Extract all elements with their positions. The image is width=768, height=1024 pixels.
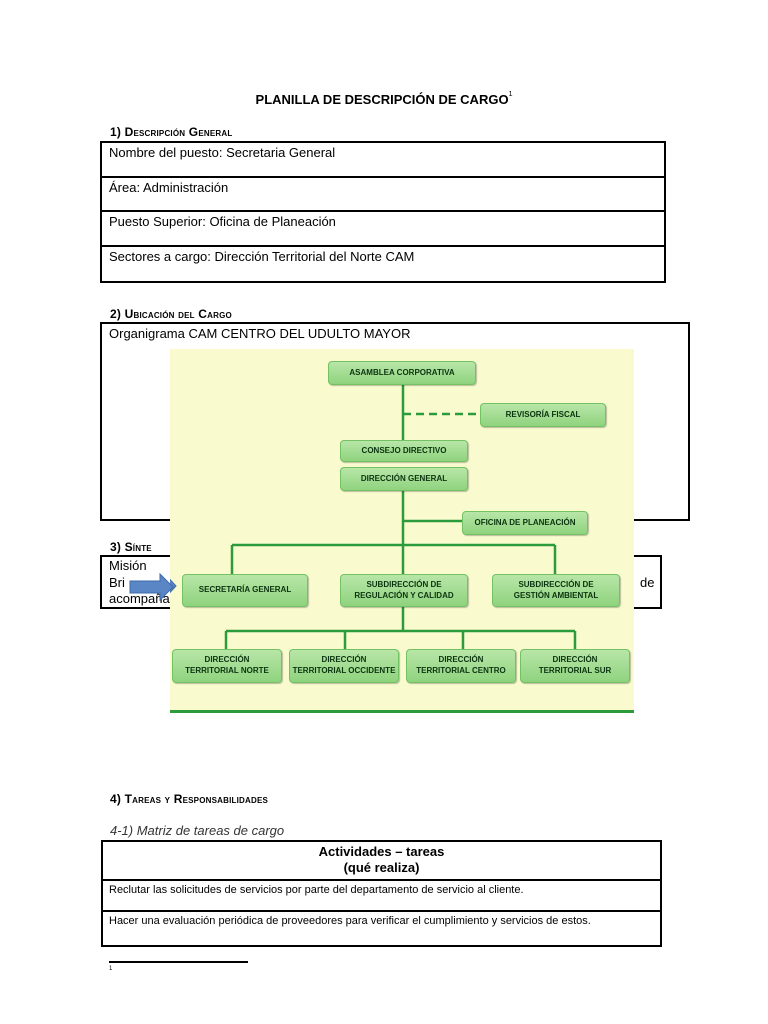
section1-heading: 1) Descripción General <box>110 125 233 139</box>
area-row: Área: Administración <box>102 178 664 212</box>
node-subdireccion-gestion-line2: GESTIÓN AMBIENTAL <box>513 590 599 600</box>
mission-text-end: de <box>640 575 655 590</box>
node-direccion-sur-line1: DIRECCIÓN <box>552 655 598 665</box>
tasks-table-header: Actividades – tareas (qué realiza) <box>103 842 660 881</box>
tasks-header-line2: (qué realiza) <box>343 860 420 876</box>
node-direccion-centro: DIRECCIÓN TERRITORIAL CENTRO <box>406 649 516 683</box>
node-oficina-planeacion: OFICINA DE PLANEACIÓN <box>462 511 588 535</box>
node-direccion-occidente: DIRECCIÓN TERRITORIAL OCCIDENTE <box>289 649 399 683</box>
title-footnote-mark: 1 <box>508 91 513 98</box>
org-chart-label: Organigrama CAM CENTRO DEL UDULTO MAYOR <box>109 326 411 341</box>
sectors-row: Sectores a cargo: Dirección Territorial … <box>109 248 415 264</box>
node-direccion-sur-line2: TERRITORIAL SUR <box>538 666 612 675</box>
footnote-number: 1 <box>109 966 113 972</box>
section4-heading: 4) Tareas y Responsabilidades <box>110 792 269 806</box>
node-subdireccion-regulacion-line1: SUBDIRECCIÓN DE <box>366 579 442 589</box>
blue-arrow-icon <box>170 578 177 594</box>
mission-text-start: Bri <box>109 575 125 590</box>
table-row: Reclutar las solicitudes de servicios po… <box>103 881 660 912</box>
node-direccion-occidente-line2: TERRITORIAL OCCIDENTE <box>292 666 396 675</box>
node-subdireccion-regulacion: SUBDIRECCIÓN DE REGULACIÓN Y CALIDAD <box>340 574 468 607</box>
superior-row: Puesto Superior: Oficina de Planeación <box>102 212 664 247</box>
arrow-icon <box>129 573 174 601</box>
node-subdireccion-gestion-line1: SUBDIRECCIÓN DE <box>518 579 594 589</box>
node-revisoria: REVISORÍA FISCAL <box>480 403 606 427</box>
mission-label: Misión <box>109 558 147 573</box>
title-text: PLANILLA DE DESCRIPCIÓN DE CARGO <box>255 92 509 107</box>
node-direccion-general: DIRECCIÓN GENERAL <box>340 467 468 491</box>
node-direccion-centro-line2: TERRITORIAL CENTRO <box>416 666 506 675</box>
node-secretaria-general: SECRETARÍA GENERAL <box>182 574 308 607</box>
tasks-table: Actividades – tareas (qué realiza) Reclu… <box>101 840 662 947</box>
node-subdireccion-gestion: SUBDIRECCIÓN DE GESTIÓN AMBIENTAL <box>492 574 620 607</box>
footnote-separator <box>109 961 248 963</box>
section2-heading: 2) Ubicación del Cargo <box>110 307 232 321</box>
node-direccion-norte: DIRECCIÓN TERRITORIAL NORTE <box>172 649 282 683</box>
node-subdireccion-regulacion-line2: REGULACIÓN Y CALIDAD <box>354 590 454 600</box>
org-chart-connectors <box>170 385 577 649</box>
section4-subheading: 4-1) Matriz de tareas de cargo <box>110 823 285 838</box>
node-direccion-norte-line1: DIRECCIÓN <box>204 655 250 665</box>
node-direccion-centro-line1: DIRECCIÓN <box>438 655 484 665</box>
node-direccion-occidente-line1: DIRECCIÓN <box>321 655 367 665</box>
table-row: Hacer una evaluación periódica de provee… <box>109 914 591 927</box>
node-direccion-sur: DIRECCIÓN TERRITORIAL SUR <box>520 649 630 683</box>
general-description-box: Nombre del puesto: Secretaria General Ár… <box>100 141 666 283</box>
org-chart: ASAMBLEA CORPORATIVA REVISORÍA FISCAL CO… <box>170 349 634 713</box>
node-asamblea: ASAMBLEA CORPORATIVA <box>328 361 476 385</box>
job-name-row: Nombre del puesto: Secretaria General <box>102 143 664 178</box>
node-consejo: CONSEJO DIRECTIVO <box>340 440 468 462</box>
mission-text-line3: acompaña <box>109 591 170 606</box>
tasks-header-line1: Actividades – tareas <box>318 844 445 859</box>
node-direccion-norte-line2: TERRITORIAL NORTE <box>185 666 269 675</box>
document-title: PLANILLA DE DESCRIPCIÓN DE CARGO1 <box>0 91 768 107</box>
section3-heading: 3) Sínte <box>110 540 152 554</box>
